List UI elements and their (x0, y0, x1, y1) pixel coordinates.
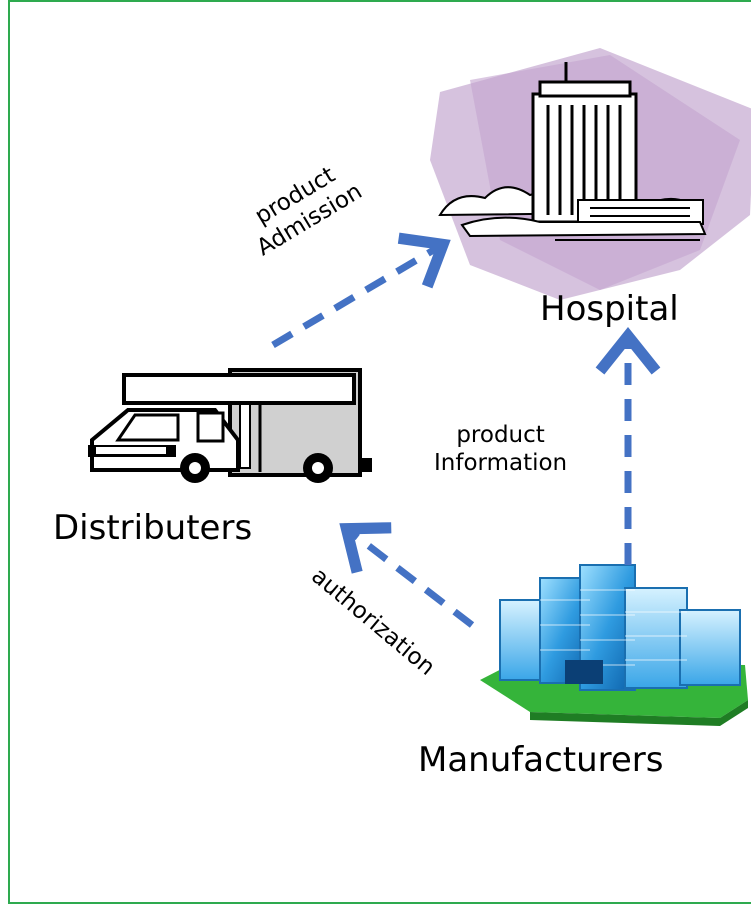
arrow-distributers-to-hospital (271, 232, 451, 349)
edge-label-product-information-line2: Information (434, 449, 568, 476)
arrow-manufacturers-to-distributers (339, 522, 475, 628)
edge-label-product-information: product Information (434, 422, 567, 477)
truck-icon (88, 368, 372, 483)
hospital-label: Hospital (540, 289, 679, 329)
manufacturers-label: Manufacturers (418, 740, 664, 780)
distributers-label: Distributers (53, 508, 253, 548)
edge-label-product-information-line1: product (456, 422, 545, 448)
diagram-frame (8, 0, 751, 904)
hospital-icon (430, 48, 751, 300)
manufacturer-building-icon (480, 564, 748, 726)
